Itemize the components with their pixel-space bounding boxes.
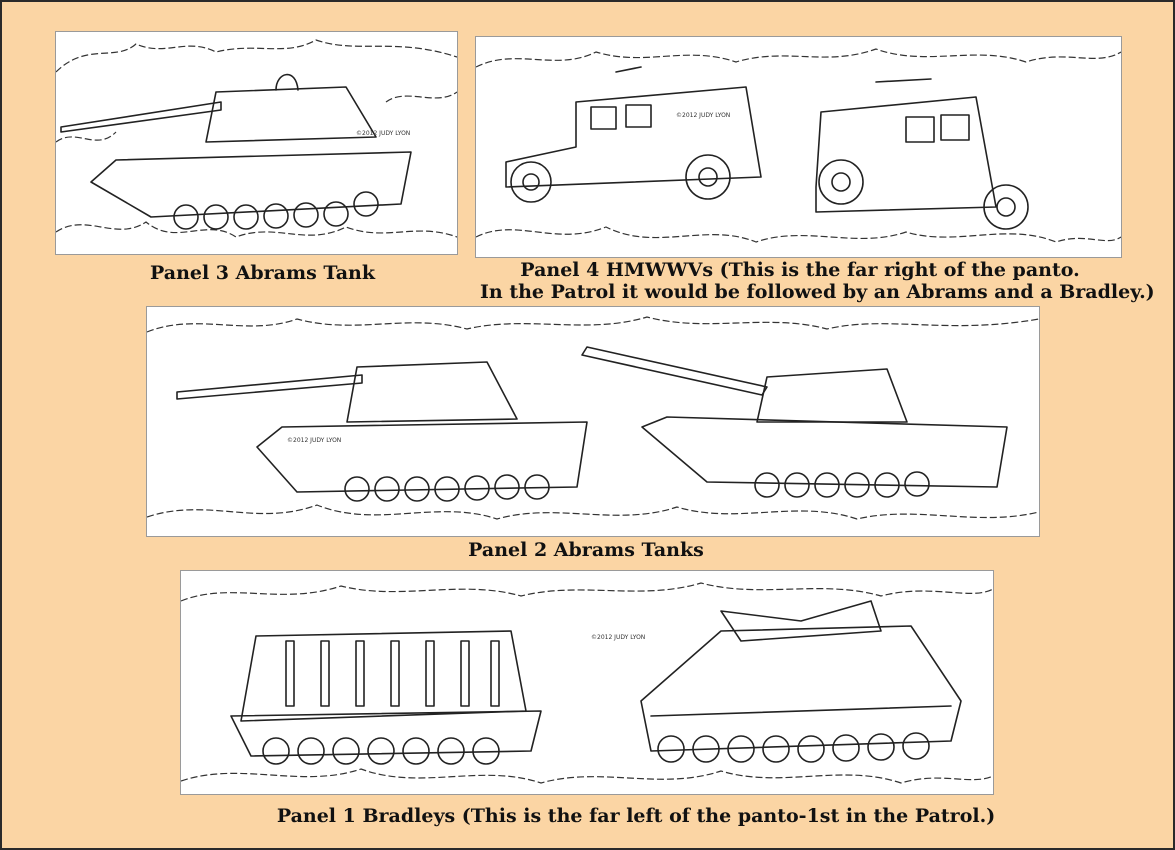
panel-3-caption-line-1: Panel 3 Abrams Tank — [149, 262, 376, 284]
panel-4-signature: ©2012 JUDY LYON — [676, 112, 730, 119]
panel-3-signature: ©2012 JUDY LYON — [356, 130, 410, 137]
panel-4-caption-line-2: In the Patrol it would be followed by an… — [480, 281, 1155, 303]
panel-2-image: ©2012 JUDY LYON — [146, 306, 1040, 537]
bradleys-drawing: ©2012 JUDY LYON — [181, 582, 993, 784]
panel-3-image: ©2012 JUDY LYON — [55, 31, 458, 255]
abrams-tanks-drawing: ©2012 JUDY LYON — [147, 316, 1039, 520]
panel-4-caption: Panel 4 HMWWVs (This is the far right of… — [480, 259, 1155, 303]
panel-3-caption: Panel 3 Abrams Tank — [55, 262, 470, 284]
hmwwv-drawing: ©2012 JUDY LYON — [476, 48, 1121, 243]
panel-2-signature: ©2012 JUDY LYON — [287, 437, 341, 444]
panel-2-caption: Panel 2 Abrams Tanks — [146, 539, 1026, 561]
panel-4-caption-line-1: Panel 4 HMWWVs (This is the far right of… — [520, 259, 1080, 281]
panel-1-image: ©2012 JUDY LYON — [180, 570, 994, 795]
panel-4-image: ©2012 JUDY LYON — [475, 36, 1122, 258]
panel-1-caption-line-1: Panel 1 Bradleys (This is the far left o… — [276, 805, 996, 827]
panel-1-caption: Panel 1 Bradleys (This is the far left o… — [180, 805, 1092, 827]
panel-1-signature: ©2012 JUDY LYON — [591, 634, 645, 641]
abrams-tank-drawing: ©2012 JUDY LYON — [56, 39, 457, 238]
panel-2-caption-line-1: Panel 2 Abrams Tanks — [468, 539, 704, 561]
